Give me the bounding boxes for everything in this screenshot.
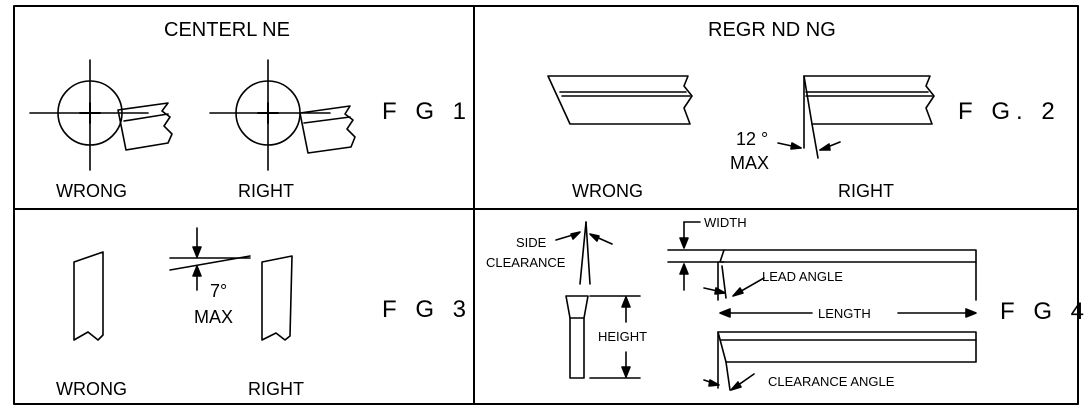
side-clearance-label-line2: CLEARANCE	[486, 255, 566, 270]
fig1-wrong-label: WRONG	[56, 181, 127, 201]
regrinding-title: REGR ND NG	[708, 19, 836, 41]
centerline-title: CENTERL NE	[164, 19, 290, 41]
fig1-right-label: RIGHT	[238, 181, 294, 201]
fig3-right-label: RIGHT	[248, 379, 304, 399]
clearance-angle-label: CLEARANCE ANGLE	[768, 374, 895, 389]
side-clearance-label-line1: SIDE	[516, 235, 547, 250]
fig1-label: F G 1	[382, 98, 473, 125]
fig4-top-view-drawing	[668, 222, 976, 317]
length-label: LENGTH	[818, 306, 871, 321]
fig4-side-view-drawing	[704, 332, 976, 390]
fig2-right-label: RIGHT	[838, 181, 894, 201]
fig2-right-drawing	[778, 76, 934, 158]
fig1-right-drawing	[210, 60, 355, 170]
fig4-label: F G 4	[1000, 298, 1086, 325]
fig3-right-drawing	[170, 228, 292, 340]
fig3-angle-label: 7°	[210, 281, 228, 301]
fig2-wrong-drawing	[548, 76, 692, 124]
lead-angle-label: LEAD ANGLE	[762, 269, 843, 284]
fig2-label: F G. 2	[958, 98, 1061, 125]
fig4-side-clearance-drawing	[556, 222, 612, 284]
outer-frame	[14, 6, 1078, 404]
fig3-max-label: MAX	[194, 307, 234, 327]
fig3-wrong-label: WRONG	[56, 379, 127, 399]
height-label: HEIGHT	[598, 329, 648, 344]
fig4-end-view-drawing	[566, 296, 640, 378]
fig2-angle-label: 12 °	[736, 129, 769, 149]
fig3-label: F G 3	[382, 296, 473, 323]
width-label: WIDTH	[704, 215, 747, 230]
fig2-wrong-label: WRONG	[572, 181, 643, 201]
fig3-wrong-drawing	[74, 252, 103, 340]
fig1-wrong-drawing	[30, 60, 172, 170]
fig2-max-label: MAX	[730, 153, 770, 173]
